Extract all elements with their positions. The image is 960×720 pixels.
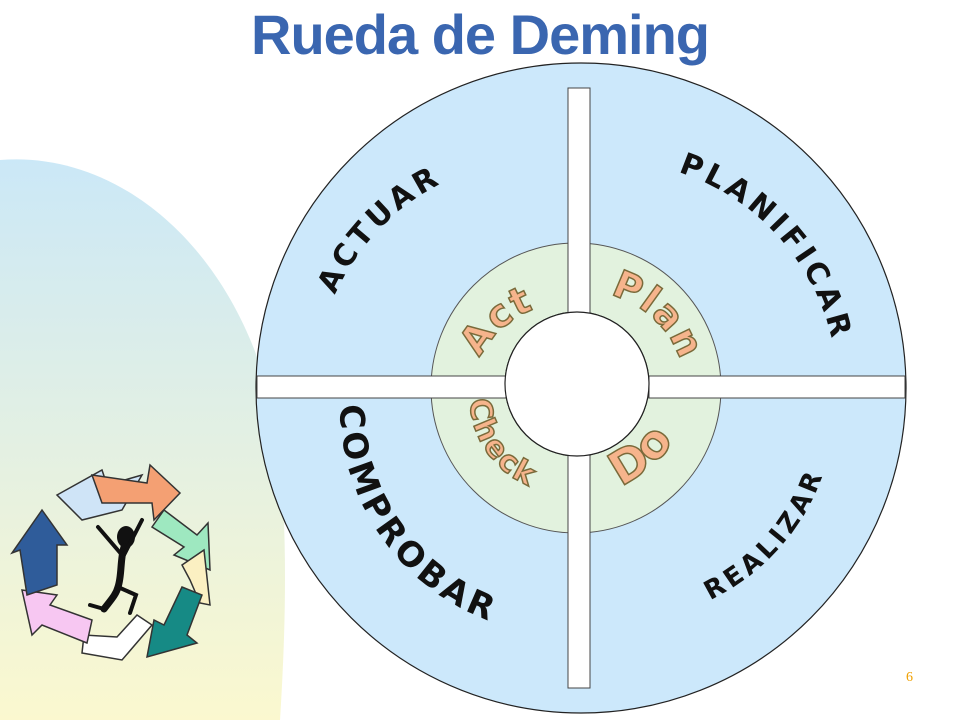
background-swoosh <box>0 159 285 720</box>
horizontal-divider-right <box>648 375 906 399</box>
cycle-arrows-with-figure-icon <box>10 463 211 661</box>
horizontal-divider-left <box>256 375 507 399</box>
deming-wheel: ACTUAR PLANIFICAR REALIZAR COMPROBAR Act… <box>255 62 907 714</box>
vertical-divider-top <box>567 87 591 315</box>
slide-title: Rueda de Deming <box>251 3 710 66</box>
page-number: 6 <box>906 670 913 685</box>
vertical-divider-bottom <box>567 454 591 689</box>
